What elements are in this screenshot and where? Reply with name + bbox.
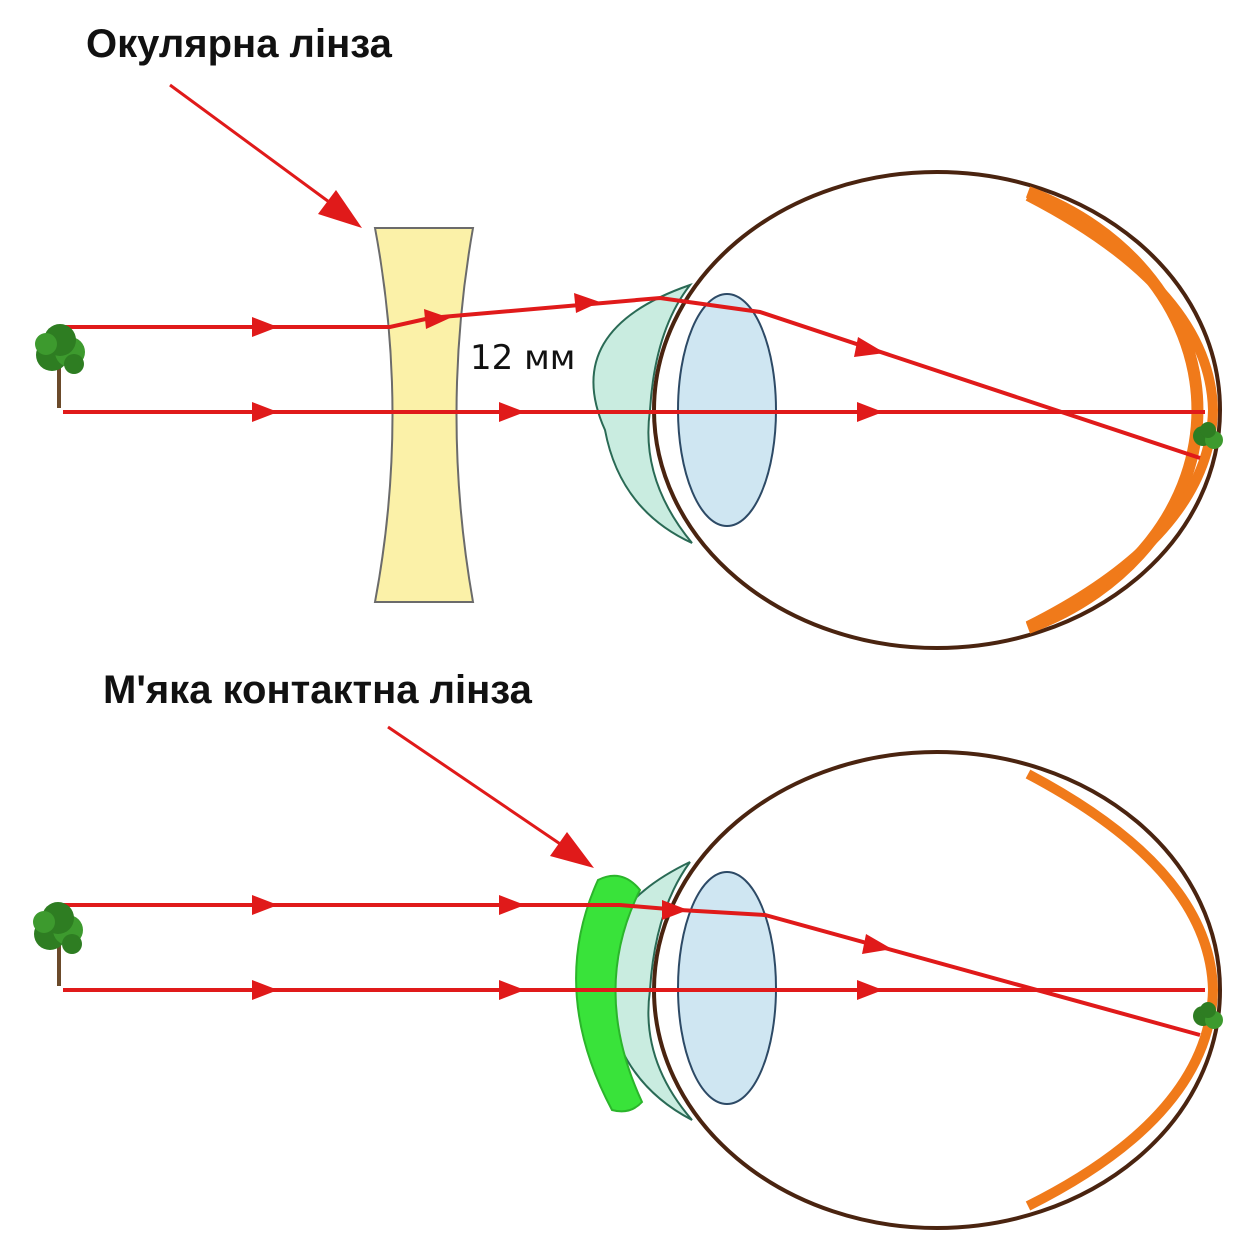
- retina-arc-bottom: [1025, 769, 1219, 1211]
- ray-arrow: [252, 895, 278, 915]
- ray-arrow: [857, 402, 883, 422]
- ray-arrow: [499, 402, 525, 422]
- eyeglass-lens-label: Окулярна лінза: [86, 22, 392, 66]
- eyeglass-lens: [373, 227, 475, 603]
- tree-icon: [35, 324, 85, 408]
- ray-arrow: [499, 980, 525, 1000]
- ray-arrow: [854, 337, 885, 357]
- top-panel: [35, 83, 1223, 650]
- contact-lens-label: М'яка контактна лінза: [103, 668, 532, 712]
- bottom-panel: [33, 725, 1223, 1230]
- ray-arrow: [252, 402, 278, 422]
- ray-arrow: [862, 934, 892, 954]
- ray-arrow: [424, 309, 450, 329]
- ray-arrow: [499, 895, 525, 915]
- tree-icon: [1193, 1002, 1223, 1029]
- ray-arrow: [574, 293, 600, 313]
- upper-ray-top: [63, 295, 1201, 460]
- contact-lens: [575, 874, 644, 1113]
- rays-top: [63, 293, 1205, 460]
- ray-arrow: [252, 980, 278, 1000]
- rays-bottom: [63, 895, 1205, 1037]
- ray-arrow: [857, 980, 883, 1000]
- contact-pointer-arrow: [387, 725, 594, 868]
- eyeglass-pointer-arrow: [169, 83, 362, 228]
- retina-arc-top: [1025, 191, 1219, 631]
- distance-label: 12 мм: [470, 338, 576, 378]
- tree-icon: [1193, 422, 1223, 449]
- ray-arrow: [662, 900, 688, 920]
- ray-arrow: [252, 317, 278, 337]
- tree-icon: [33, 902, 83, 986]
